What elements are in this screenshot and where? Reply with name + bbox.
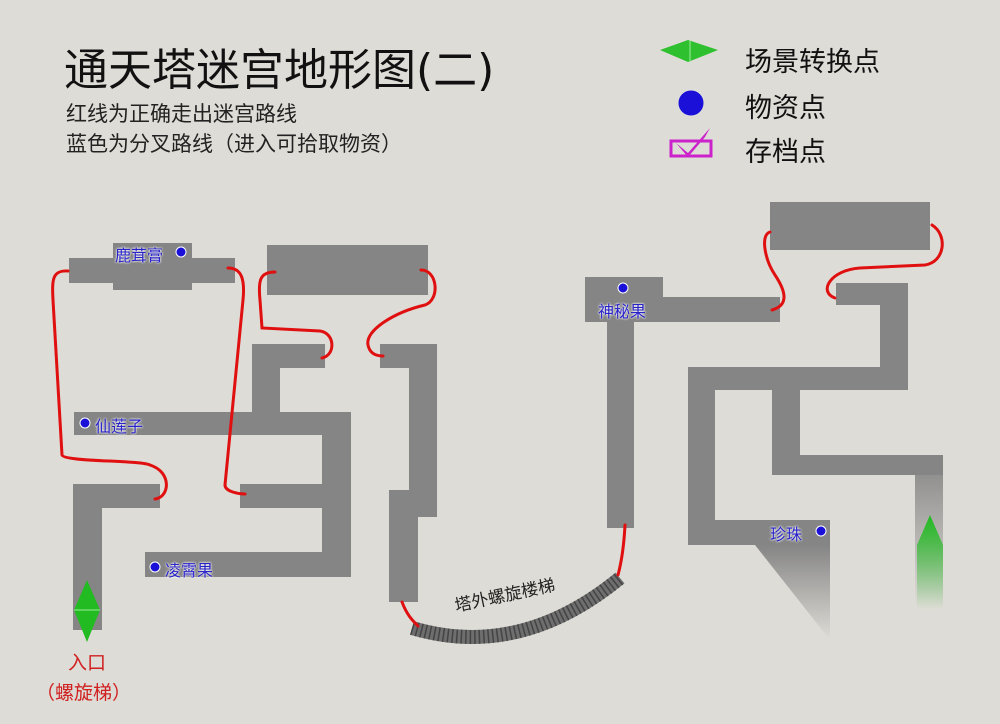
subtitle-red-route: 红线为正确走出迷宫路线 xyxy=(66,102,297,126)
correct-route xyxy=(51,223,944,628)
item-dot xyxy=(79,417,91,429)
item-dot xyxy=(617,282,629,294)
item-label-shenmiguo: 神秘果 xyxy=(598,302,647,321)
save-check-icon xyxy=(669,128,713,158)
entrance-label: 入口 xyxy=(68,652,107,674)
subtitle-blue-branch: 蓝色为分叉路线（进入可拾取物资） xyxy=(66,132,402,156)
item-label-zhenzhu: 珍珠 xyxy=(770,525,803,544)
page-title: 通天塔迷宫地形图(二) xyxy=(64,45,495,96)
item-dot xyxy=(815,525,827,537)
entrance-sub-label: （螺旋梯） xyxy=(36,682,132,704)
item-dot xyxy=(175,246,187,258)
green-diamond-icon xyxy=(660,40,718,62)
legend-label-item: 物资点 xyxy=(745,93,826,124)
item-label-lurongao: 鹿茸膏 xyxy=(115,246,164,265)
item-dot xyxy=(149,561,161,573)
item-label-lingxiaoguo: 凌霄果 xyxy=(165,561,214,580)
maze-walls xyxy=(69,202,943,630)
exit-portal-icon[interactable] xyxy=(917,515,943,610)
diagonal-wall xyxy=(755,545,830,640)
item-label-xianlianzi: 仙莲子 xyxy=(95,417,144,436)
legend-label-portal: 场景转换点 xyxy=(745,47,880,78)
blue-dot-icon xyxy=(677,89,705,117)
entrance-portal-icon[interactable] xyxy=(74,580,100,642)
legend-label-save: 存档点 xyxy=(745,137,826,168)
spiral-stairs xyxy=(410,572,625,644)
